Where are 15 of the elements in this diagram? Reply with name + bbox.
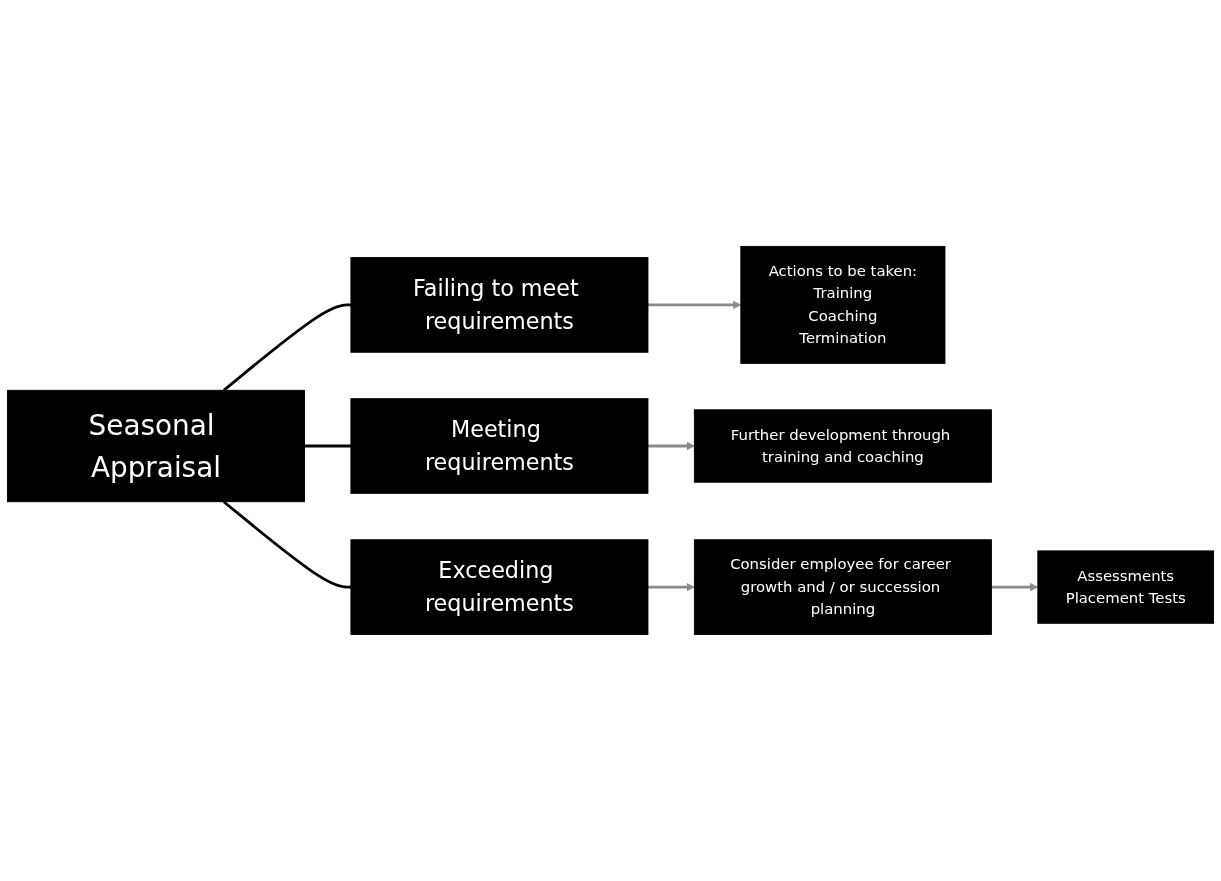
node-box: Seasonal Appraisal: [6, 389, 305, 503]
node-box: Exceeding requirements: [350, 539, 649, 635]
node-box: Assessments Placement Tests: [1037, 550, 1215, 624]
node-box: Consider employee for career growth and / or succession planning: [693, 539, 992, 635]
arrow: [647, 442, 695, 451]
connector: [222, 500, 351, 589]
connector: [222, 303, 351, 392]
node-box: Further development through training and coaching: [693, 409, 992, 483]
node-box: Meeting requirements: [350, 398, 649, 494]
node-box: Actions to be taken: Training Coaching Termination: [740, 246, 946, 364]
node-box: Failing to meet requirements: [350, 257, 649, 353]
arrow: [647, 583, 695, 592]
arrow: [991, 583, 1039, 592]
connector: [304, 444, 351, 448]
arrow: [647, 300, 742, 310]
